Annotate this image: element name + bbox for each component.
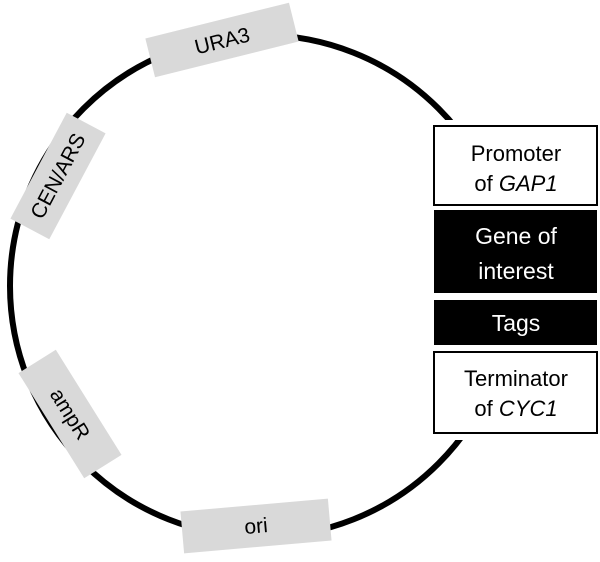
- marker-ampr: ampR: [18, 349, 122, 479]
- cassette-terminator-line1: Terminator: [464, 366, 568, 391]
- cassette-gene-line2: interest: [478, 258, 554, 284]
- marker-ura3: URA3: [145, 2, 299, 78]
- cassette-promoter: Promoter of GAP1: [433, 125, 598, 206]
- cassette-tags: Tags: [434, 300, 597, 345]
- cassette-terminator: Terminator of CYC1: [433, 351, 598, 434]
- cassette-promoter-line1: Promoter: [471, 141, 561, 166]
- cassette-promoter-of: of: [474, 171, 498, 196]
- marker-cen-ars: CEN/ARS: [10, 112, 106, 240]
- cassette-tags-label: Tags: [492, 310, 541, 336]
- marker-ori: ori: [180, 498, 332, 554]
- cassette-terminator-gene: CYC1: [499, 396, 558, 421]
- cassette-gene-line1: Gene of: [475, 223, 557, 249]
- cassette-terminator-line2: of CYC1: [474, 396, 557, 421]
- cassette-promoter-line2: of GAP1: [474, 171, 557, 196]
- cassette-promoter-gene: GAP1: [499, 171, 558, 196]
- marker-ori-label: ori: [243, 514, 268, 539]
- cassette-gene-of-interest: Gene of interest: [434, 210, 597, 293]
- cassette-terminator-of: of: [474, 396, 498, 421]
